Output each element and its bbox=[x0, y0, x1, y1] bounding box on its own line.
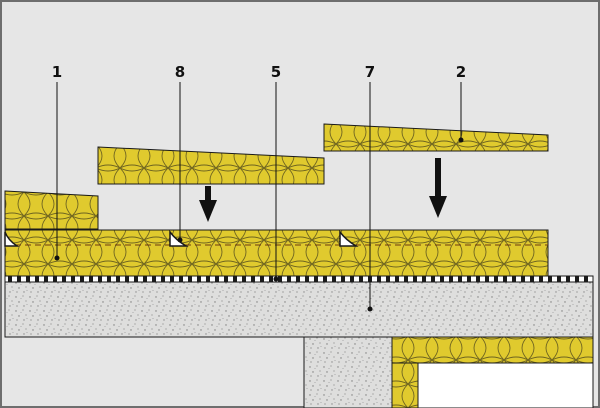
membrane-dash bbox=[395, 276, 399, 282]
membrane-dash bbox=[575, 276, 579, 282]
concrete-column bbox=[303, 336, 393, 408]
down-arrow-right bbox=[429, 158, 447, 218]
membrane-dash bbox=[134, 276, 138, 282]
membrane-dash bbox=[215, 276, 219, 282]
anchor-3 bbox=[339, 229, 359, 247]
membrane-dash bbox=[206, 276, 210, 282]
membrane-dash bbox=[26, 276, 30, 282]
membrane-dash bbox=[44, 276, 48, 282]
membrane-dash bbox=[197, 276, 201, 282]
membrane-dash bbox=[296, 276, 300, 282]
membrane-dash bbox=[494, 276, 498, 282]
membrane-dash bbox=[35, 276, 39, 282]
membrane-dash bbox=[341, 276, 345, 282]
tapered-board-right bbox=[323, 123, 549, 152]
membrane-dash bbox=[161, 276, 165, 282]
slab-underside-insulation bbox=[391, 336, 594, 364]
label-8: 8 bbox=[175, 63, 185, 81]
membrane-dash bbox=[98, 276, 102, 282]
membrane-dash bbox=[125, 276, 129, 282]
membrane-dash bbox=[440, 276, 444, 282]
membrane-dash bbox=[458, 276, 462, 282]
label-5: 5 bbox=[271, 63, 281, 81]
membrane-dash bbox=[476, 276, 480, 282]
membrane-dash bbox=[467, 276, 471, 282]
membrane-dash bbox=[557, 276, 561, 282]
membrane-dash bbox=[512, 276, 516, 282]
leader-dot-5 bbox=[273, 276, 279, 282]
membrane-dash bbox=[224, 276, 228, 282]
membrane-dash bbox=[107, 276, 111, 282]
membrane-dash bbox=[413, 276, 417, 282]
membrane-dash bbox=[386, 276, 390, 282]
membrane-dash bbox=[62, 276, 66, 282]
membrane-dash bbox=[548, 276, 552, 282]
membrane-dash bbox=[377, 276, 381, 282]
membrane-dash bbox=[449, 276, 453, 282]
anchor-1 bbox=[4, 231, 20, 247]
membrane-dash bbox=[71, 276, 75, 282]
membrane-dash bbox=[323, 276, 327, 282]
leader-dot-8 bbox=[177, 237, 183, 243]
membrane-dash bbox=[143, 276, 147, 282]
down-arrow-middle bbox=[199, 186, 217, 222]
label-7: 7 bbox=[365, 63, 375, 81]
membrane-dashes bbox=[8, 276, 588, 282]
membrane-dash bbox=[170, 276, 174, 282]
membrane-dash bbox=[305, 276, 309, 282]
membrane-dash bbox=[422, 276, 426, 282]
tapered-board-middle bbox=[97, 146, 325, 185]
membrane-dash bbox=[17, 276, 21, 282]
membrane-dash bbox=[350, 276, 354, 282]
membrane-dash bbox=[116, 276, 120, 282]
upper-left-insulation-board bbox=[4, 190, 99, 230]
membrane-dash bbox=[8, 276, 12, 282]
membrane-dash bbox=[503, 276, 507, 282]
leader-dot-7 bbox=[367, 306, 373, 312]
membrane-dash bbox=[260, 276, 264, 282]
membrane-dash bbox=[359, 276, 363, 282]
membrane-dash bbox=[53, 276, 57, 282]
membrane-dash bbox=[242, 276, 246, 282]
membrane-dash bbox=[521, 276, 525, 282]
membrane-dash bbox=[485, 276, 489, 282]
membrane-dash bbox=[332, 276, 336, 282]
label-2: 2 bbox=[456, 63, 466, 81]
membrane-dash bbox=[89, 276, 93, 282]
membrane-dash bbox=[188, 276, 192, 282]
membrane-dash bbox=[80, 276, 84, 282]
membrane-dash bbox=[269, 276, 273, 282]
leader-dot-2 bbox=[458, 137, 464, 143]
membrane-dash bbox=[233, 276, 237, 282]
membrane-dash bbox=[530, 276, 534, 282]
membrane-dash bbox=[431, 276, 435, 282]
membrane-dash bbox=[278, 276, 282, 282]
membrane-dash bbox=[404, 276, 408, 282]
membrane-dash bbox=[287, 276, 291, 282]
membrane-dash bbox=[566, 276, 570, 282]
membrane-dash bbox=[314, 276, 318, 282]
leader-dot-1 bbox=[54, 255, 60, 261]
membrane-dash bbox=[251, 276, 255, 282]
membrane-dash bbox=[539, 276, 543, 282]
void-area bbox=[417, 362, 594, 408]
concrete-slab bbox=[4, 280, 594, 338]
membrane-dash bbox=[179, 276, 183, 282]
membrane-dash bbox=[584, 276, 588, 282]
label-1: 1 bbox=[52, 63, 62, 81]
membrane-dash bbox=[152, 276, 156, 282]
